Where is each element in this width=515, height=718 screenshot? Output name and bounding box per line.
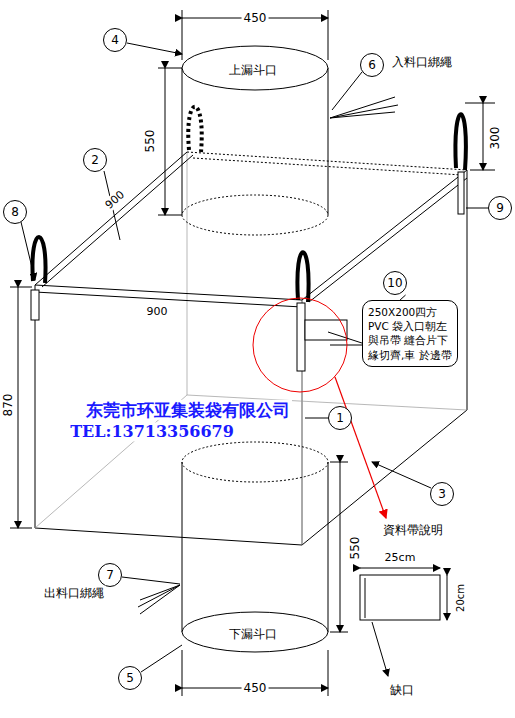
dimension: 450 [242, 681, 269, 695]
dimension: 450 [242, 11, 269, 25]
dimension: 550 [143, 128, 157, 155]
callout-text: 8 [11, 205, 19, 219]
callout-text: 4 [111, 33, 119, 47]
callout-number: 8 [3, 200, 27, 224]
company-name: 东莞市环亚集装袋有限公司 [84, 400, 292, 420]
dimension: 20cm [455, 582, 467, 614]
part-name: 出料口綁繩 [42, 586, 106, 600]
dimension: 900 [145, 305, 170, 318]
note-box: 250X200四方PVC 袋入口朝左與吊帶 縫合片下緣切齊,車 於邊帶 [362, 300, 458, 367]
callout-number: 2 [83, 148, 107, 172]
dimension: 300 [488, 125, 502, 152]
callout-text: 10 [387, 276, 402, 290]
callout-number: 5 [118, 666, 142, 690]
phone-number: TEL:13713356679 [68, 422, 236, 441]
callout-number: 1 [328, 406, 352, 430]
part-name: 入料口綁繩 [390, 55, 454, 69]
dimension: 870 [1, 392, 15, 419]
callout-text: 6 [368, 58, 376, 72]
callout-number: 4 [103, 28, 127, 52]
note: 缺口 [388, 683, 416, 697]
dimension: 550 [348, 535, 362, 562]
dimension: 25cm [383, 551, 418, 564]
callout-number: 10 [383, 271, 407, 295]
part-name: 下漏斗口 [227, 627, 279, 641]
callout-text: 1 [336, 411, 344, 425]
callout-number: 9 [488, 196, 512, 220]
callout-text: 7 [106, 568, 114, 582]
callout-number: 3 [430, 482, 454, 506]
note-text: 250X200四方PVC 袋入口朝左與吊帶 縫合片下緣切齊,車 於邊帶 [368, 306, 452, 361]
callout-text: 2 [91, 153, 99, 167]
callout-number: 7 [98, 563, 122, 587]
part-name: 上漏斗口 [227, 63, 279, 77]
note: 資料帶說明 [381, 523, 445, 537]
callout-text: 9 [496, 201, 504, 215]
callout-text: 3 [438, 487, 446, 501]
callout-text: 5 [126, 671, 134, 685]
callout-number: 6 [360, 53, 384, 77]
dimension: 900 [101, 187, 129, 213]
